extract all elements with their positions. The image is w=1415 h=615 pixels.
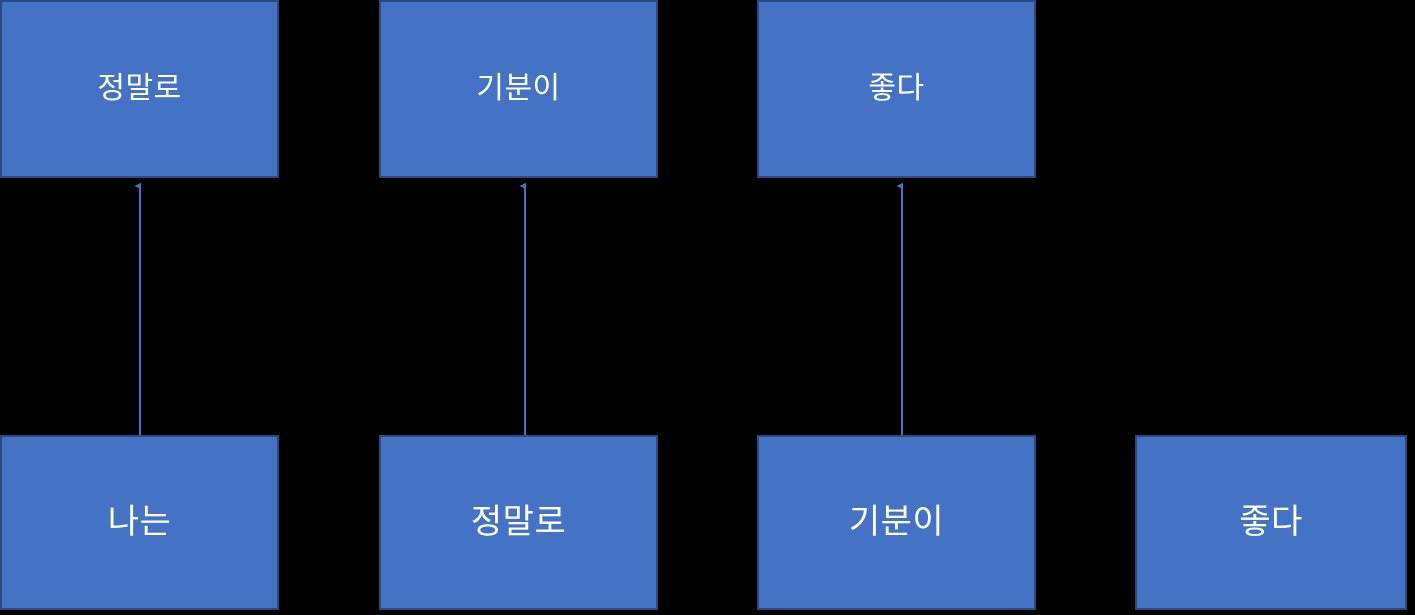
diagram-node-top-0[interactable]: 정말로	[0, 0, 279, 178]
diagram-node-label: 정말로	[97, 72, 182, 105]
diagram-node-top-1[interactable]: 기분이	[379, 0, 658, 178]
diagram-node-bottom-2[interactable]: 기분이	[757, 435, 1036, 610]
diagram-node-top-2[interactable]: 좋다	[757, 0, 1036, 178]
diagram-node-label: 기분이	[476, 72, 561, 105]
diagram-node-bottom-3[interactable]: 좋다	[1135, 435, 1407, 610]
diagram-node-label: 좋다	[868, 72, 925, 105]
diagram-node-label: 좋다	[1239, 503, 1303, 542]
diagram-node-bottom-0[interactable]: 나는	[0, 435, 279, 610]
diagram-node-label: 정말로	[470, 503, 567, 542]
diagram-node-label: 기분이	[848, 503, 945, 542]
diagram-node-bottom-1[interactable]: 정말로	[379, 435, 658, 610]
diagram-node-label: 나는	[107, 503, 172, 542]
